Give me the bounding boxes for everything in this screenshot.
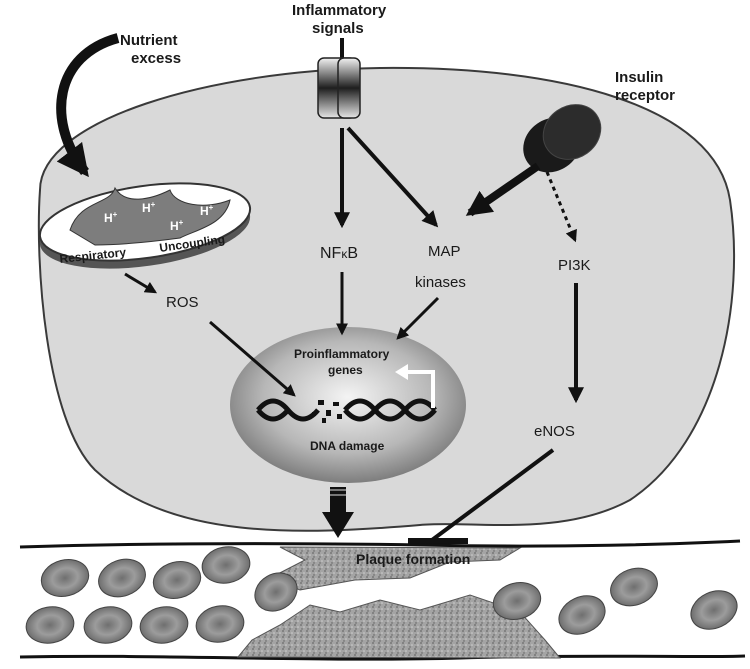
- red-blood-cell: [25, 606, 75, 644]
- mitochondrion: H+ H+ H+ H+ Respiratory Uncoupling: [38, 182, 252, 269]
- dna-strand: [256, 398, 437, 422]
- inflammatory-signals-label-1: Inflammatory: [292, 2, 387, 19]
- kinases-label: kinases: [415, 274, 466, 291]
- dna-damage-label: DNA damage: [310, 439, 385, 453]
- red-blood-cell: [201, 546, 251, 584]
- red-blood-cell: [98, 558, 146, 598]
- vessel-wall-top: [19, 539, 741, 549]
- red-blood-cell: [558, 595, 606, 635]
- red-blood-cell: [610, 567, 658, 607]
- proinflammatory-label-2: genes: [328, 363, 363, 377]
- pathway-arrows: [124, 126, 584, 544]
- insulin-receptor-label-2: receptor: [615, 87, 675, 104]
- nutrient-excess-label-2: excess: [131, 50, 181, 67]
- red-blood-cell: [40, 559, 90, 597]
- transcription-arrowhead: [395, 364, 408, 380]
- proinflammatory-label-1: Proinflammatory: [294, 347, 390, 361]
- plaque-formation-label: Plaque formation: [356, 551, 470, 567]
- nutrient-excess-label-1: Nutrient: [120, 32, 178, 49]
- dna-fragments: [312, 400, 342, 423]
- red-blood-cells: [25, 546, 738, 644]
- plaque-bottom: [236, 594, 562, 659]
- nutrient-arrow: [56, 33, 120, 178]
- red-blood-cell: [83, 606, 133, 644]
- red-blood-cell: [195, 605, 245, 643]
- map-label: MAP: [428, 243, 461, 260]
- insulin-receptor: [523, 104, 602, 173]
- enos-label: eNOS: [534, 423, 575, 440]
- nfkb-label: NFκB: [320, 245, 358, 262]
- inflammatory-signals-label-2: signals: [312, 20, 364, 37]
- pi3k-label: PI3K: [558, 257, 591, 274]
- insulin-receptor-label-1: Insulin: [615, 69, 663, 86]
- vessel-wall-bottom: [19, 654, 746, 661]
- red-blood-cell: [139, 606, 189, 644]
- red-blood-cell: [254, 572, 298, 612]
- red-blood-cell: [690, 590, 738, 630]
- plaque-arrow: [322, 487, 354, 538]
- transcription-arrow: [405, 370, 435, 408]
- red-blood-cell: [492, 582, 542, 620]
- plaque-top: [268, 546, 522, 591]
- inflammatory-receptor: [317, 38, 361, 119]
- red-blood-cell: [152, 561, 202, 599]
- respiratory-label: Respiratory: [59, 245, 127, 266]
- ros-label: ROS: [166, 294, 199, 311]
